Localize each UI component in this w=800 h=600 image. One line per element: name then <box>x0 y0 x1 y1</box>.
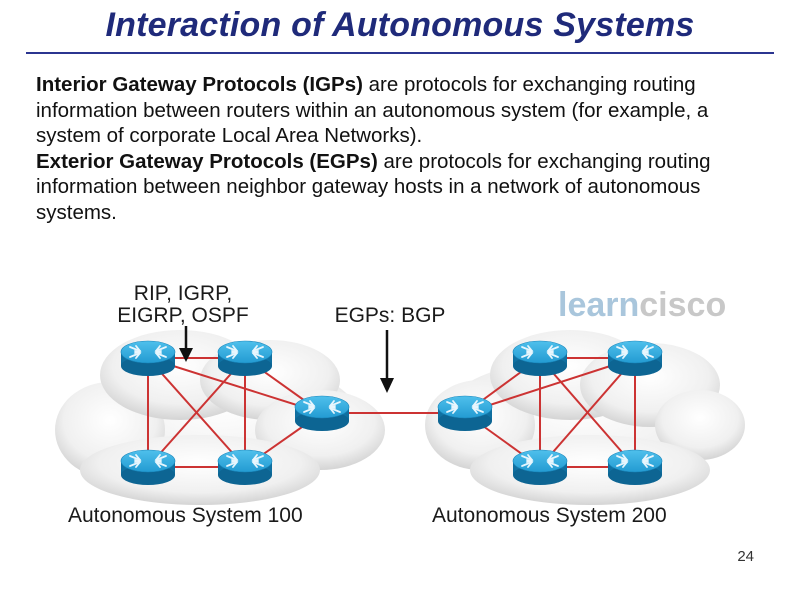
as200-label: Autonomous System 200 <box>432 504 667 527</box>
watermark-cisco: cisco <box>639 286 726 324</box>
egp-arrow-icon <box>380 330 394 393</box>
igp-term: Interior Gateway Protocols (IGPs) <box>36 73 363 96</box>
router-icon <box>437 395 493 432</box>
igp-label-line2: EIGRP, OSPF <box>117 304 249 327</box>
router-icon <box>512 340 568 377</box>
router-icon <box>120 340 176 377</box>
egp-definition: Exterior Gateway Protocols (EGPs) are pr… <box>36 149 776 226</box>
router-icon <box>217 449 273 486</box>
page-number: 24 <box>737 548 754 565</box>
router-icon <box>217 340 273 377</box>
as100-label: Autonomous System 100 <box>68 504 303 527</box>
router-icon <box>607 449 663 486</box>
watermark-learn: learn <box>558 286 639 324</box>
slide-title: Interaction of Autonomous Systems <box>105 6 695 44</box>
title-divider <box>26 52 774 54</box>
link <box>539 357 636 468</box>
igp-definition: Interior Gateway Protocols (IGPs) are pr… <box>36 72 776 149</box>
router-icon <box>120 449 176 486</box>
link <box>147 357 246 468</box>
egp-term: Exterior Gateway Protocols (EGPs) <box>36 149 378 173</box>
router-icon <box>512 449 568 486</box>
router-icon <box>294 395 350 432</box>
igp-arrow-icon <box>179 326 193 362</box>
link <box>147 357 323 414</box>
link <box>464 357 636 414</box>
router-icon <box>607 340 663 377</box>
watermark-logo: learncisco <box>558 286 726 324</box>
egp-label: EGPs: BGP <box>335 304 446 327</box>
igp-label-line1: RIP, IGRP, <box>134 282 232 305</box>
igp-description: are protocols for exchanging routing inf… <box>36 73 709 148</box>
body-text: Interior Gateway Protocols (IGPs) are pr… <box>36 72 776 226</box>
egp-description: are protocols for exchanging routing inf… <box>36 149 711 224</box>
